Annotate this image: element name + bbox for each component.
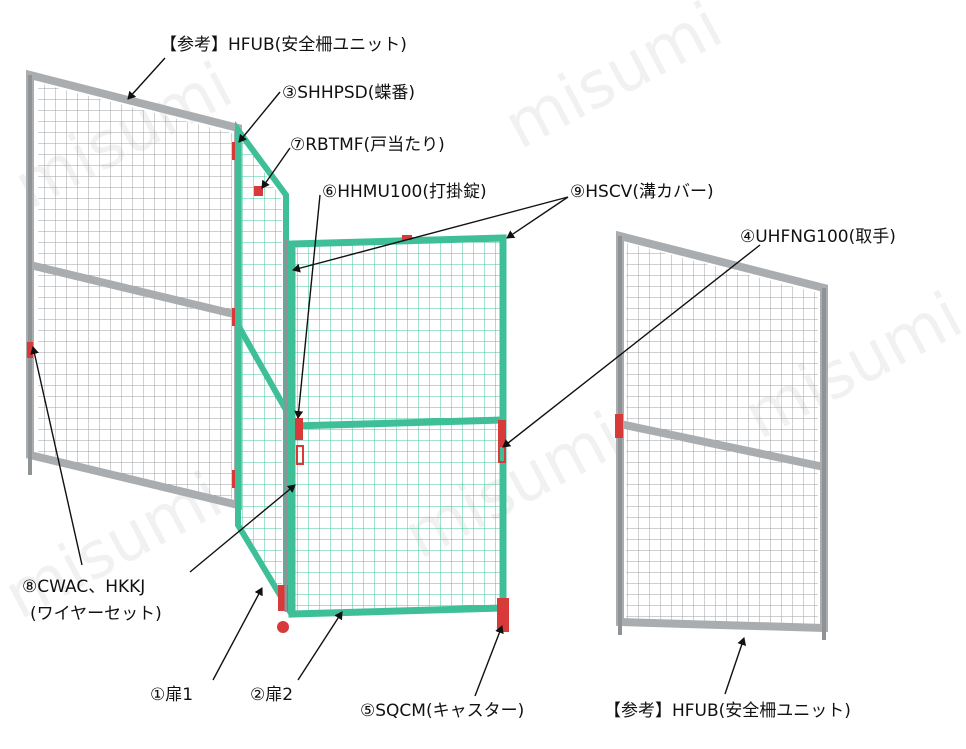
label-ref-bottom: 【参考】HFUB(安全柵ユニット) xyxy=(604,701,851,721)
wire-set-part xyxy=(27,342,33,358)
handle-part xyxy=(498,445,506,463)
door-stop-part xyxy=(254,186,263,196)
latch-part xyxy=(295,418,303,440)
label-caster: ⑤SQCM(キャスター) xyxy=(360,701,524,721)
handle-part xyxy=(498,420,506,446)
caster-part xyxy=(278,585,288,611)
label-handle: ④UHFNG100(取手) xyxy=(740,227,896,247)
right-fence-unit xyxy=(615,230,828,640)
leader-lines xyxy=(30,57,761,697)
label-hinge: ③SHHPSD(蝶番) xyxy=(282,83,415,103)
label-ref-top: 【参考】HFUB(安全柵ユニット) xyxy=(160,35,407,55)
door-2 xyxy=(284,234,509,632)
svg-text:misumi: misumi xyxy=(493,0,734,164)
door-1 xyxy=(235,120,289,633)
label-wire-set-line2: (ワイヤーセット) xyxy=(30,604,162,624)
label-latch: ⑥HHMU100(打掛錠) xyxy=(322,182,487,202)
label-door-stop: ⑦RBTMF(戸当たり) xyxy=(290,135,445,155)
caster-wheel xyxy=(277,621,289,633)
label-door2: ②扉2 xyxy=(250,685,293,705)
caster-part xyxy=(497,598,509,632)
left-fence-unit xyxy=(26,69,242,515)
label-door1: ①扉1 xyxy=(150,685,193,705)
groove-cover-part xyxy=(402,235,412,240)
label-groove-cover: ⑨HSCV(溝カバー) xyxy=(570,182,714,202)
latch-part xyxy=(296,445,304,465)
connector-part xyxy=(615,414,623,438)
label-wire-set-line1: ⑧CWAC、HKKJ xyxy=(22,577,145,597)
